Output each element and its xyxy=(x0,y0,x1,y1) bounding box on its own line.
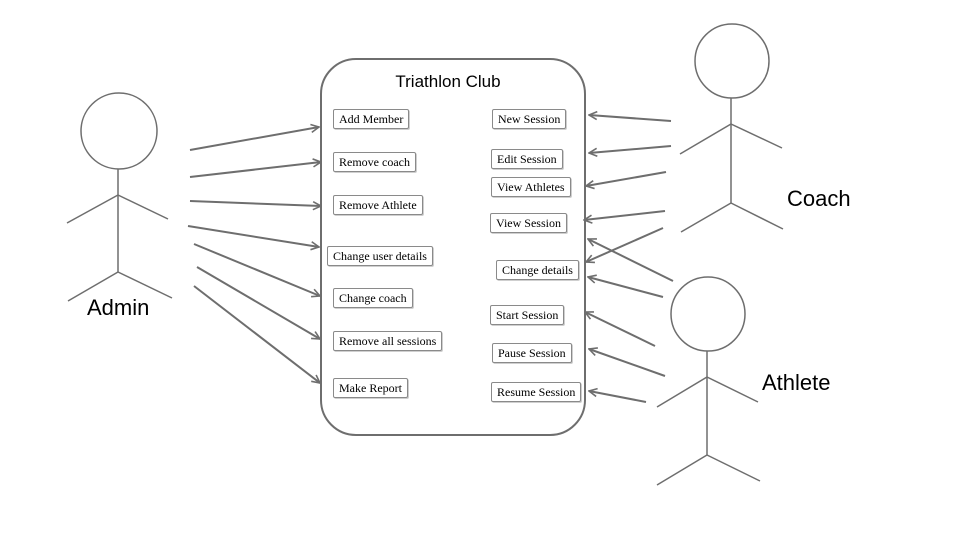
admin-to-change-coach-arrow xyxy=(193,243,320,296)
use-case-start-session: Start Session xyxy=(490,305,565,325)
athlete-to-change-details-arrow xyxy=(588,277,664,298)
coach-leg-left xyxy=(680,202,732,233)
admin-arm-left xyxy=(66,194,119,224)
use-case-change-coach: Change coach xyxy=(333,288,413,308)
athlete-leg-left xyxy=(656,454,708,486)
athlete-head xyxy=(670,276,746,352)
use-case-pause-session: Pause Session xyxy=(492,343,572,363)
coach-to-view-athletes-arrow xyxy=(586,171,667,186)
admin-to-add-member-arrow xyxy=(189,127,319,151)
use-case-edit-session: Edit Session xyxy=(491,149,563,169)
athlete-to-resume-session-arrow xyxy=(589,391,647,403)
use-case-change-details: Change details xyxy=(496,260,579,280)
admin-to-make-report-arrow xyxy=(193,285,320,383)
athlete-label: Athlete xyxy=(762,370,831,395)
coach-head xyxy=(694,23,770,99)
use-case-remove-athlete: Remove Athlete xyxy=(333,195,423,215)
coach-figure xyxy=(679,23,784,233)
use-case-view-session: View Session xyxy=(490,213,567,233)
system-boundary xyxy=(320,58,586,436)
admin-arm-right xyxy=(117,194,169,220)
admin-head xyxy=(80,92,158,170)
use-case-resume-session: Resume Session xyxy=(491,382,582,402)
athlete-leg-right xyxy=(706,454,761,482)
athlete-arm-left xyxy=(656,376,708,408)
athlete-arm-right xyxy=(706,376,759,403)
admin-to-remove-athlete-arrow xyxy=(189,200,321,206)
admin-to-change-user-details-arrow xyxy=(187,225,319,247)
admin-label: Admin xyxy=(87,295,150,320)
use-case-remove-coach: Remove coach xyxy=(333,152,416,172)
use-case-make-report: Make Report xyxy=(333,378,408,398)
coach-arm-right xyxy=(730,123,783,149)
admin-to-remove-all-sessions-arrow xyxy=(196,266,320,339)
admin-to-remove-coach-arrow xyxy=(189,162,321,178)
admin-leg-right xyxy=(117,271,173,299)
athlete-to-pause-session-arrow xyxy=(589,349,666,377)
coach-leg-right xyxy=(730,202,784,230)
athlete-to-view-session-arrow xyxy=(588,238,674,282)
admin-figure xyxy=(66,92,173,302)
coach-label: Coach xyxy=(787,186,851,211)
use-case-remove-all-sessions: Remove all sessions xyxy=(333,331,443,351)
admin-leg-left xyxy=(67,271,119,302)
use-case-view-athletes: View Athletes xyxy=(491,177,571,197)
athlete-figure xyxy=(656,276,761,486)
athlete-to-start-session-arrow xyxy=(585,312,656,347)
coach-to-edit-session-arrow xyxy=(589,145,672,153)
use-case-add-member: Add Member xyxy=(333,109,410,129)
coach-to-view-session-arrow xyxy=(584,210,666,220)
use-case-new-session: New Session xyxy=(492,109,567,129)
use-case-change-user-details: Change user details xyxy=(327,246,433,266)
coach-to-change-details-arrow xyxy=(586,227,664,262)
coach-to-new-session-arrow xyxy=(589,115,672,122)
system-title: Triathlon Club xyxy=(395,72,501,91)
coach-arm-left xyxy=(679,123,732,155)
